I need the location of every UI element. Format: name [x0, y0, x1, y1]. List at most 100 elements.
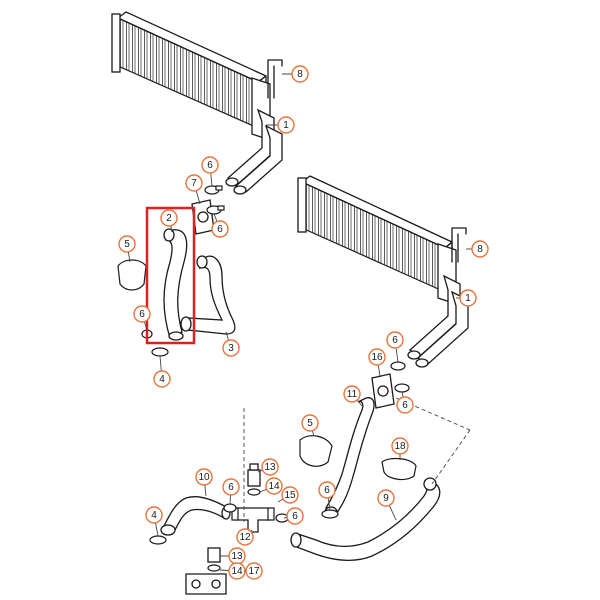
callout-circle	[301, 414, 319, 432]
callout-label: 13	[264, 462, 276, 473]
callout-10: 10	[195, 468, 213, 486]
callout-label: 6	[217, 224, 223, 235]
hose-part-2	[163, 228, 188, 341]
callout-5: 5	[301, 414, 319, 432]
callout-6: 6	[133, 305, 151, 323]
callout-label: 13	[231, 551, 243, 562]
callout-circle	[236, 528, 254, 546]
clamp-4b	[149, 535, 167, 545]
callout-circle	[133, 305, 151, 323]
callout-label: 9	[383, 493, 389, 504]
callout-6: 6	[211, 220, 229, 238]
hose-part-3	[180, 255, 236, 335]
clamp-6d	[390, 361, 406, 371]
callout-circle	[391, 437, 409, 455]
heater-core-upper	[111, 11, 283, 195]
callout-circle	[261, 458, 279, 476]
callout-label: 14	[268, 481, 280, 492]
callout-label: 10	[198, 472, 210, 483]
callout-18: 18	[391, 437, 409, 455]
callout-label: 17	[248, 566, 260, 577]
callout-4: 4	[145, 506, 163, 524]
callout-circle	[245, 562, 263, 580]
callout-label: 6	[392, 335, 398, 346]
hose-part-9	[290, 477, 441, 561]
callout-8: 8	[291, 65, 309, 83]
callout-11: 11	[343, 385, 361, 403]
hose-part-10	[160, 496, 231, 536]
callout-circle	[368, 348, 386, 366]
flange-part-16	[371, 373, 395, 409]
callout-circle	[343, 385, 361, 403]
callout-15: 15	[281, 486, 299, 504]
callout-label: 6	[228, 482, 234, 493]
callout-label: 6	[324, 485, 330, 496]
callout-1: 1	[459, 289, 477, 307]
heater-core-lower	[297, 175, 469, 368]
callout-label: 8	[297, 69, 303, 80]
callout-circle	[211, 220, 229, 238]
callout-label: 4	[151, 510, 157, 521]
callout-12: 12	[236, 528, 254, 546]
callout-16: 16	[368, 348, 386, 366]
callout-circle	[318, 481, 336, 499]
callout-circle	[265, 477, 283, 495]
clamp-5a	[117, 259, 147, 291]
callout-5: 5	[118, 235, 136, 253]
callout-label: 6	[139, 309, 145, 320]
callout-6: 6	[201, 156, 219, 174]
callout-label: 3	[228, 343, 234, 354]
callout-14: 14	[265, 477, 283, 495]
callout-circle	[286, 507, 304, 525]
callout-circle	[277, 116, 295, 134]
callout-circle	[222, 339, 240, 357]
callout-label: 7	[191, 178, 197, 189]
clamp-upper-6a	[204, 185, 223, 195]
callout-circle	[377, 489, 395, 507]
callout-6: 6	[286, 507, 304, 525]
callout-label: 5	[124, 239, 130, 250]
callout-label: 5	[307, 418, 313, 429]
callout-label: 6	[207, 160, 213, 171]
callout-circle	[386, 331, 404, 349]
callout-circle	[201, 156, 219, 174]
callout-circle	[145, 506, 163, 524]
clamp-18	[381, 457, 417, 481]
callout-2: 2	[160, 209, 178, 227]
callout-7: 7	[185, 174, 203, 192]
callout-circle	[281, 486, 299, 504]
callout-label: 1	[465, 293, 471, 304]
tee-part-12	[231, 507, 275, 533]
callout-17: 17	[245, 562, 263, 580]
callout-6: 6	[386, 331, 404, 349]
callout-label: 4	[159, 374, 165, 385]
callout-label: 2	[166, 213, 172, 224]
clamp-6f	[223, 503, 237, 513]
callout-14: 14	[228, 562, 246, 580]
callout-circle	[459, 289, 477, 307]
callout-label: 1	[283, 120, 289, 131]
callout-1: 1	[277, 116, 295, 134]
clamp-upper-6b	[206, 205, 225, 215]
highlight-box	[145, 206, 196, 345]
callout-13: 13	[228, 547, 246, 565]
valve-body-17	[185, 547, 227, 595]
callout-circle	[471, 240, 489, 258]
callout-circle	[396, 396, 414, 414]
callout-label: 16	[371, 352, 383, 363]
callout-6: 6	[222, 478, 240, 496]
callout-circle	[160, 209, 178, 227]
callout-circle	[291, 65, 309, 83]
callout-label: 12	[239, 532, 251, 543]
reference-line	[431, 429, 471, 485]
clamp-5b	[299, 435, 333, 467]
callout-label: 14	[231, 566, 243, 577]
callout-9: 9	[377, 489, 395, 507]
callout-circle	[195, 468, 213, 486]
callout-8: 8	[471, 240, 489, 258]
callout-label: 11	[347, 389, 358, 400]
hose-part-11	[324, 397, 375, 518]
